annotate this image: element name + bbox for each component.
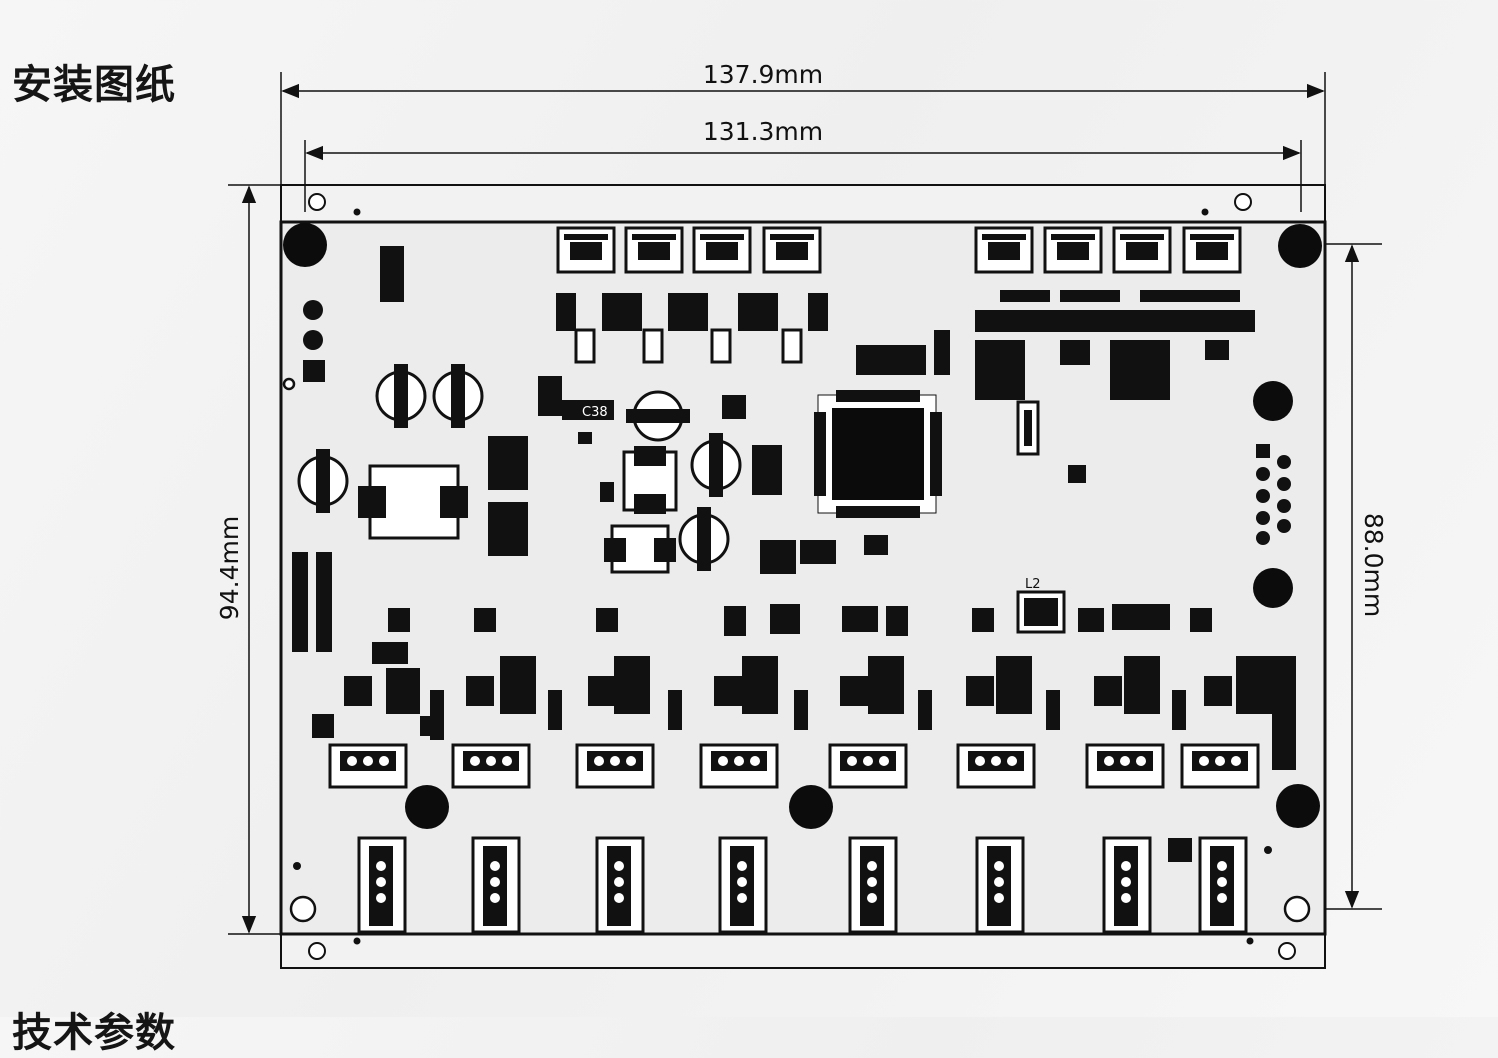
three-pin-connectors: [328, 743, 1260, 789]
right-area-parts: [975, 290, 1255, 483]
dim-hole-height-label: 88.0mm: [1359, 513, 1388, 617]
bottom-connectors: [357, 836, 1248, 934]
page-title: 安装图纸: [12, 62, 176, 108]
dim-hole-width-label: 131.3mm: [703, 117, 823, 146]
dim-overall-height-label: 94.4mm: [215, 516, 244, 620]
inductors: [358, 446, 678, 574]
top-connectors: [556, 226, 1242, 274]
bottom-small-parts: [293, 838, 1272, 870]
left-small-parts: [292, 246, 404, 652]
l2-label: L2: [1025, 577, 1041, 592]
right-connector-small: [1016, 400, 1040, 456]
dimension-hole-spacing-height: 88.0mm: [1325, 243, 1388, 910]
mcu-chip: [814, 390, 942, 518]
dim-overall-width-label: 137.9mm: [703, 60, 823, 89]
c38-capacitor: C38: [538, 376, 614, 420]
l2-chip: L2: [1016, 577, 1066, 634]
mid-passives-row: [372, 604, 1212, 664]
frame-dots: [353, 208, 1254, 945]
dimension-overall-width: 137.9mm: [280, 60, 1326, 222]
installation-drawing: 137.9mm 131.3mm 94.4mm 88.0mm: [215, 60, 1388, 969]
dimension-overall-height: 94.4mm: [215, 184, 281, 935]
dimension-hole-spacing-width: 131.3mm: [304, 117, 1302, 212]
c38-label: C38: [582, 405, 608, 420]
top-transistors: [556, 293, 828, 364]
pcb-corner-holes: [282, 377, 1311, 923]
mcu-passives: [578, 330, 950, 574]
frame-holes: [308, 193, 1296, 960]
electrolytic-capacitors: [297, 364, 742, 571]
right-pin-header: [1256, 444, 1291, 545]
channel-clusters: [312, 656, 1296, 770]
pcb-mounting-holes: [283, 223, 1322, 829]
soic-chips: [488, 436, 528, 556]
